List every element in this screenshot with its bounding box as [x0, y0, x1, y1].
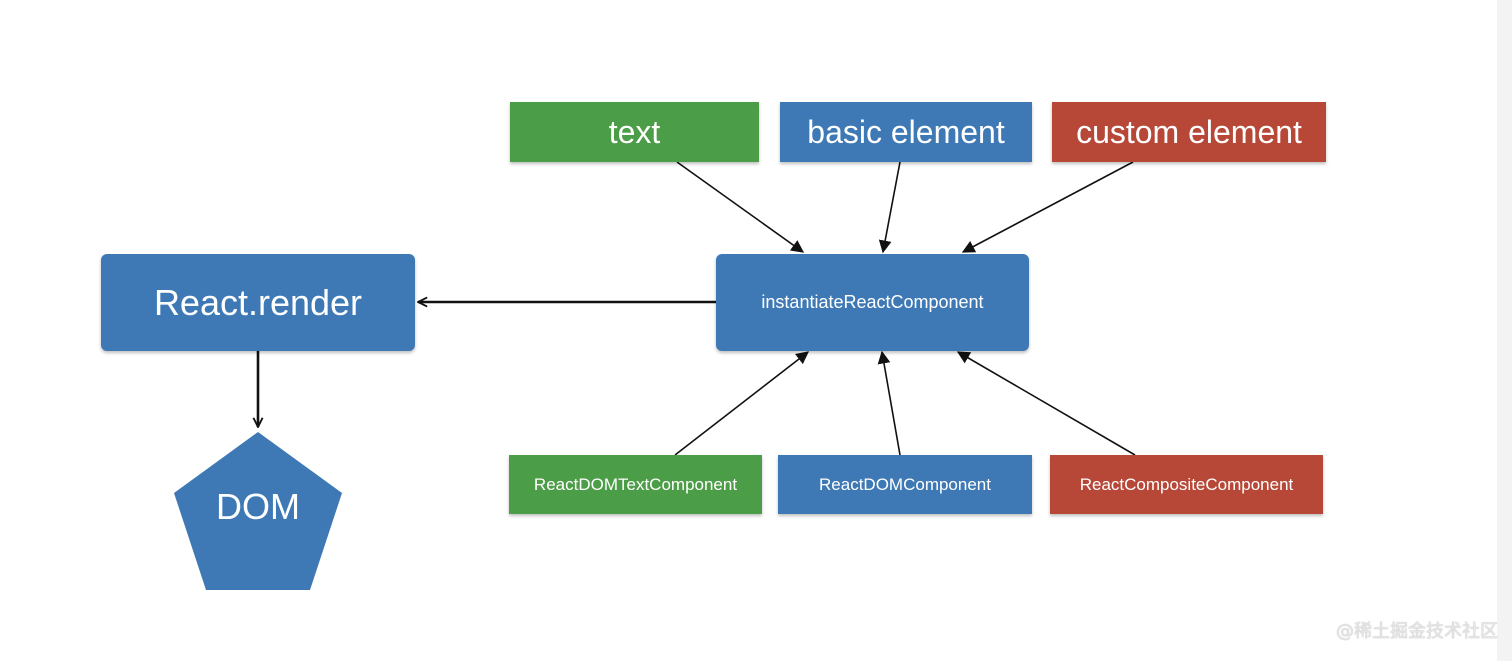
dom-pentagon-shape	[174, 432, 342, 590]
arrow-composite-to-instantiate	[956, 351, 1136, 456]
arrow-domtext-to-instantiate	[674, 351, 810, 456]
arrow-custom-to-instantiate	[961, 161, 1134, 253]
node-custom-element: custom element	[1052, 102, 1326, 162]
arrow-text-to-instantiate	[676, 161, 805, 253]
node-basic-element: basic element	[780, 102, 1032, 162]
node-react-dom-text-component: ReactDOMTextComponent	[509, 455, 762, 514]
node-dom-label: DOM	[216, 486, 300, 527]
arrow-dom-to-instantiate	[877, 350, 901, 456]
node-react-render: React.render	[101, 254, 415, 351]
node-react-composite-component: ReactCompositeComponent	[1050, 455, 1323, 514]
watermark: @稀土掘金技术社区	[1336, 621, 1498, 642]
node-react-dom-component: ReactDOMComponent	[778, 455, 1032, 514]
node-instantiate-react-component: instantiateReactComponent	[716, 254, 1029, 351]
arrow-basic-to-instantiate	[878, 161, 901, 254]
node-text: text	[510, 102, 759, 162]
page-edge	[1497, 0, 1512, 661]
